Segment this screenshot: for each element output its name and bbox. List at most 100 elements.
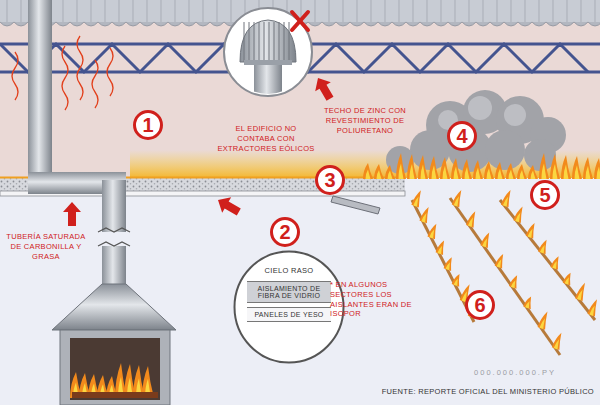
illustration-part [385,165,395,179]
illustration-part [413,196,420,207]
illustration-part [343,0,344,22]
red-cross [292,12,308,30]
illustration-part [583,157,593,179]
illustration-part [77,36,83,100]
illustration-part [466,210,479,228]
illustration-part [444,256,456,271]
illustration-part [126,22,140,26]
illustration-part [98,22,112,26]
illustration-part [112,22,126,26]
illustration-part [62,46,68,110]
illustration-part [84,22,98,26]
illustration-part [528,165,538,179]
wind-turbine-extractor [240,20,296,102]
illustration-part [540,244,547,253]
illustration-part [589,305,596,316]
callout-number-text: 6 [474,295,485,315]
callout-number: 3 [315,165,345,195]
illustration-part [501,189,514,208]
illustration-part [210,22,224,26]
illustration-part [462,159,472,179]
illustration-part [490,22,504,26]
illustration-part [182,22,196,26]
illustration-part [56,22,70,26]
illustration-part [550,154,560,179]
illustration-part [452,189,465,208]
callout-number: 2 [270,217,300,247]
illustration-part [308,22,322,26]
illustration-part [528,165,538,179]
illustration-part [495,162,505,179]
illustration-part [594,158,600,179]
illustration-part [454,196,461,207]
illustration-part [77,0,78,22]
illustration-part [509,274,521,289]
illustration-part [473,160,483,179]
callout-number-text: 4 [456,126,467,146]
illustration-part [385,0,386,22]
illustration-part [495,253,507,269]
illustration-part [546,22,560,26]
illustration-part [563,271,575,285]
illustration-part [421,212,428,222]
fireplace-opening [70,338,160,400]
illustration-part [506,163,516,179]
source-credit: FUENTE: REPORTE OFICIAL DEL MINISTERIO P… [290,387,594,397]
flames [363,153,600,350]
illustration-part [513,205,526,223]
illustration-part [542,163,547,179]
illustration-part [595,0,596,22]
illustration-part [506,163,516,179]
illustration-part [436,239,448,255]
illustration-part [539,0,540,22]
illustration-part [538,238,550,254]
illustration-part [410,164,415,179]
illustration-part [378,22,392,26]
illustration-part [564,165,569,179]
illustration-part [450,198,560,355]
illustration-part [454,278,460,286]
illustration-part [452,273,464,287]
illustration-part [231,0,232,22]
illustration-part [427,222,440,239]
illustration-part [63,0,64,22]
chimney-pipe [28,0,52,186]
illustration-part [469,0,470,22]
illustration-part [385,165,395,179]
illustration-part [539,317,546,329]
layer-label: CIELO RASO [265,266,314,275]
illustration-part [518,22,532,26]
illustration-part [427,0,428,22]
illustration-part [554,338,561,349]
pointer-arrows [63,74,338,227]
illustration-part [501,189,514,208]
illustration-part [550,255,562,270]
illustration-part [538,310,552,330]
illustration-part [274,22,275,62]
illustration-part [572,156,582,179]
illustration-part [350,22,364,26]
illustration-part [418,155,428,179]
illustration-part [553,164,558,179]
illustration-part [419,206,432,224]
illustration-part [575,281,589,301]
watermark: 000.000.000.PY [440,368,590,378]
illustration-part [526,222,539,239]
illustration-part [509,274,521,289]
callout-number-text: 3 [324,170,335,190]
layer-label: PANELES DE YESO [250,311,328,318]
illustration-part [407,154,417,179]
illustration-part [419,206,432,224]
illustration-part [504,22,518,26]
illustration-part [371,0,372,22]
illustration-part [517,164,527,179]
illustration-part [70,22,84,26]
illustration-part [497,259,504,268]
illustration-part [363,163,373,179]
illustration-part [552,331,565,350]
illustration-part [133,0,134,22]
illustration-part [560,22,574,26]
illustration-part [513,205,526,223]
illustration-part [511,279,517,288]
illustration-part [72,392,158,398]
